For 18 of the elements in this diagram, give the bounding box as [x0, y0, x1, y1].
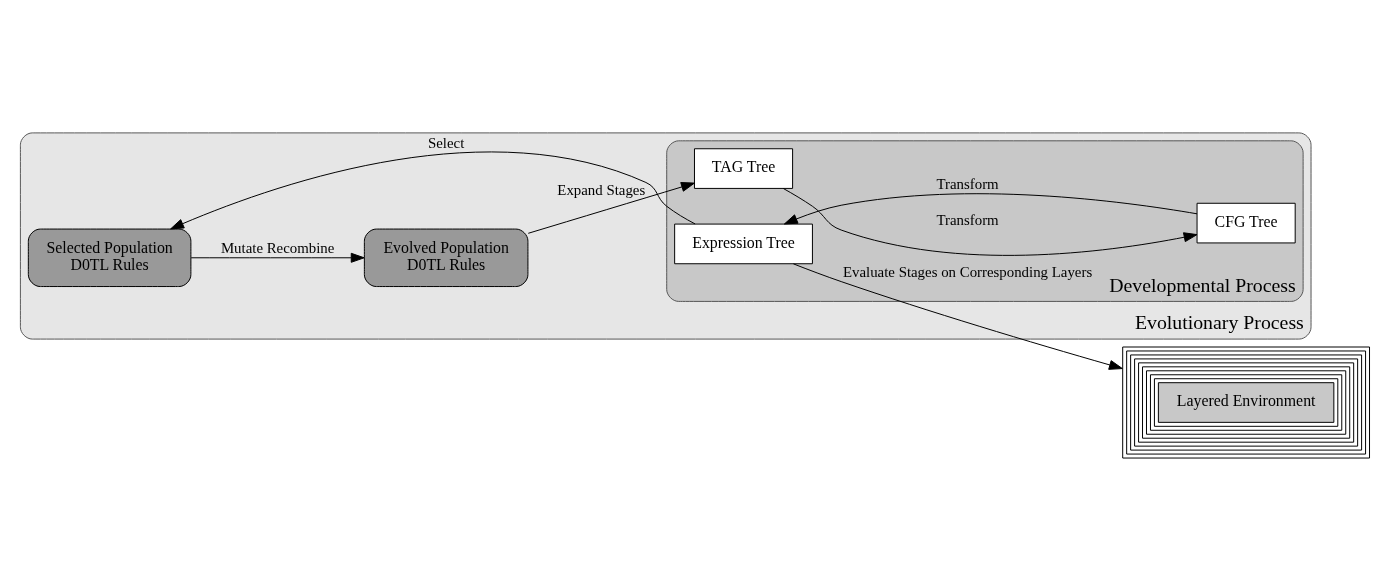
edge-label: Expand Stages	[557, 182, 646, 199]
edge-label: Mutate Recombine	[220, 239, 335, 256]
arrow	[782, 188, 1198, 256]
arrow	[527, 182, 695, 234]
edge-label: Select	[428, 134, 465, 151]
arrow	[170, 151, 696, 230]
node-box: Expression Tree	[674, 223, 813, 265]
node-box: TAG Tree	[693, 148, 794, 189]
node-box: CFG Tree	[1196, 202, 1296, 244]
node-box: Evolved Population D0TL Rules	[363, 228, 529, 288]
arrow	[783, 193, 1198, 225]
edge-label: Transform	[936, 212, 999, 229]
edge-label: Evaluate Stages on Corresponding Layers	[842, 263, 1093, 280]
edge-label: Transform	[936, 176, 999, 193]
arrow	[792, 263, 1123, 370]
arrow	[190, 252, 365, 263]
node-box: Selected Population D0TL Rules	[27, 228, 192, 288]
node-box: Layered Environment	[1122, 346, 1371, 459]
